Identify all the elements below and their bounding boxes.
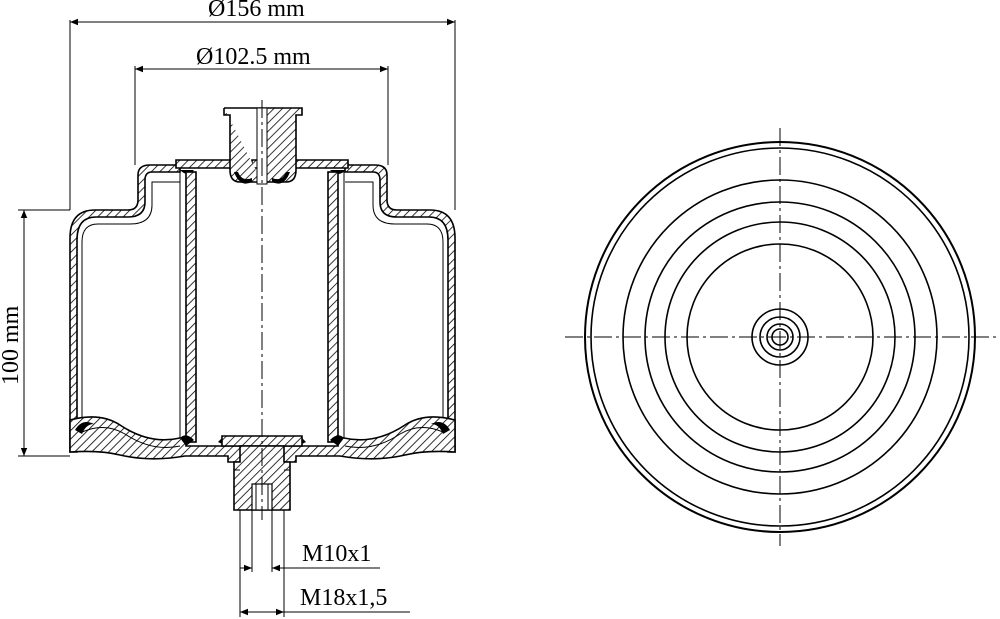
top-seal-left	[234, 172, 252, 184]
bottom-base	[69, 416, 456, 463]
dim-height: 100 mm	[0, 305, 24, 385]
dimensions: Ø156 mm Ø102.5 mm 100 mm M10x1 M18x1,5	[0, 0, 456, 617]
top-view	[565, 128, 998, 546]
outer-shell-right	[344, 164, 456, 453]
dim-thread-outer: M18x1,5	[300, 585, 387, 611]
outer-shell-left	[69, 164, 181, 453]
dim-outer-diameter: Ø156 mm	[208, 0, 305, 22]
section-view	[69, 100, 456, 520]
tube-wall-left	[185, 171, 197, 443]
dim-thread-inner: M10x1	[302, 541, 371, 567]
dim-inner-diameter: Ø102.5 mm	[196, 44, 311, 70]
tube-wall-right	[327, 171, 339, 443]
bottom-seal-left	[75, 422, 94, 434]
top-seal-right	[272, 172, 290, 184]
bottom-seal-right	[431, 422, 450, 434]
